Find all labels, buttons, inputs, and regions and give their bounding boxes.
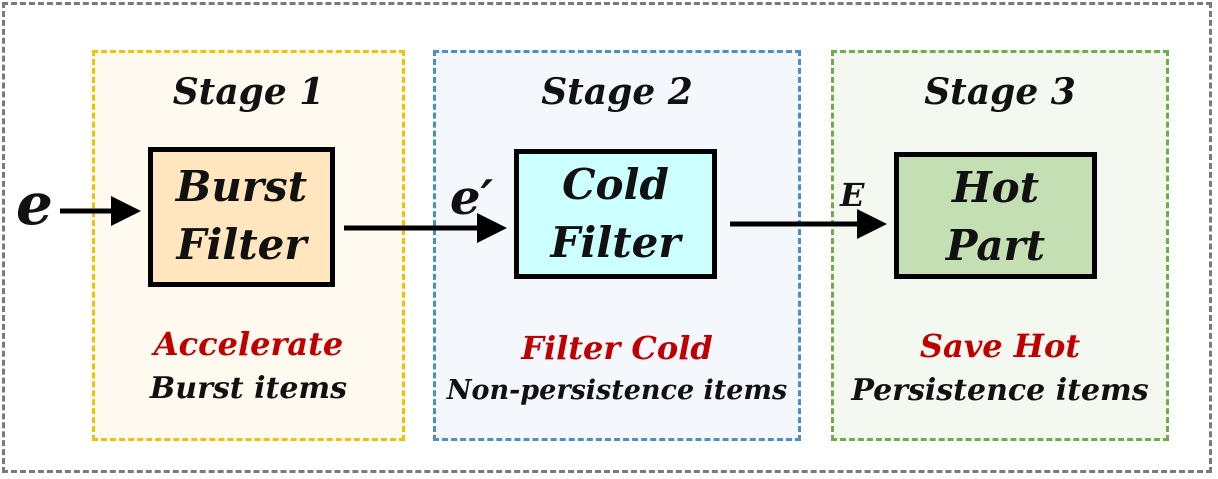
cold-filter-line-1: Cold [562, 160, 669, 209]
stage-1-highlight: Accelerate [153, 325, 344, 363]
stage-3-description: Persistence items [851, 373, 1149, 408]
label-e-prime: e′ [450, 170, 494, 226]
diagram-frame [2, 2, 1212, 473]
stage-1-title: Stage 1 [172, 71, 325, 113]
hot-part-line-1: Hot [951, 163, 1040, 212]
burst-filter-line-2: Filter [176, 220, 307, 269]
cold-filter-block: Cold Filter [514, 149, 717, 279]
stage-1-panel: Stage 1 Accelerate Burst items [92, 50, 405, 441]
input-label-e: e [16, 170, 53, 238]
label-capital-e: E [840, 176, 865, 214]
stage-3-highlight: Save Hot [919, 327, 1081, 365]
stage-2-highlight: Filter Cold [521, 329, 713, 367]
burst-filter-block: Burst Filter [148, 147, 335, 287]
stage-1-description: Burst items [149, 371, 348, 406]
stage-2-description: Non-persistence items [446, 375, 788, 406]
hot-part-block: Hot Part [894, 152, 1097, 279]
cold-filter-line-2: Filter [550, 218, 681, 267]
stage-3-title: Stage 3 [924, 71, 1076, 113]
burst-filter-line-1: Burst [175, 162, 308, 211]
stage-2-title: Stage 2 [541, 71, 693, 113]
hot-part-line-2: Part [945, 221, 1046, 270]
